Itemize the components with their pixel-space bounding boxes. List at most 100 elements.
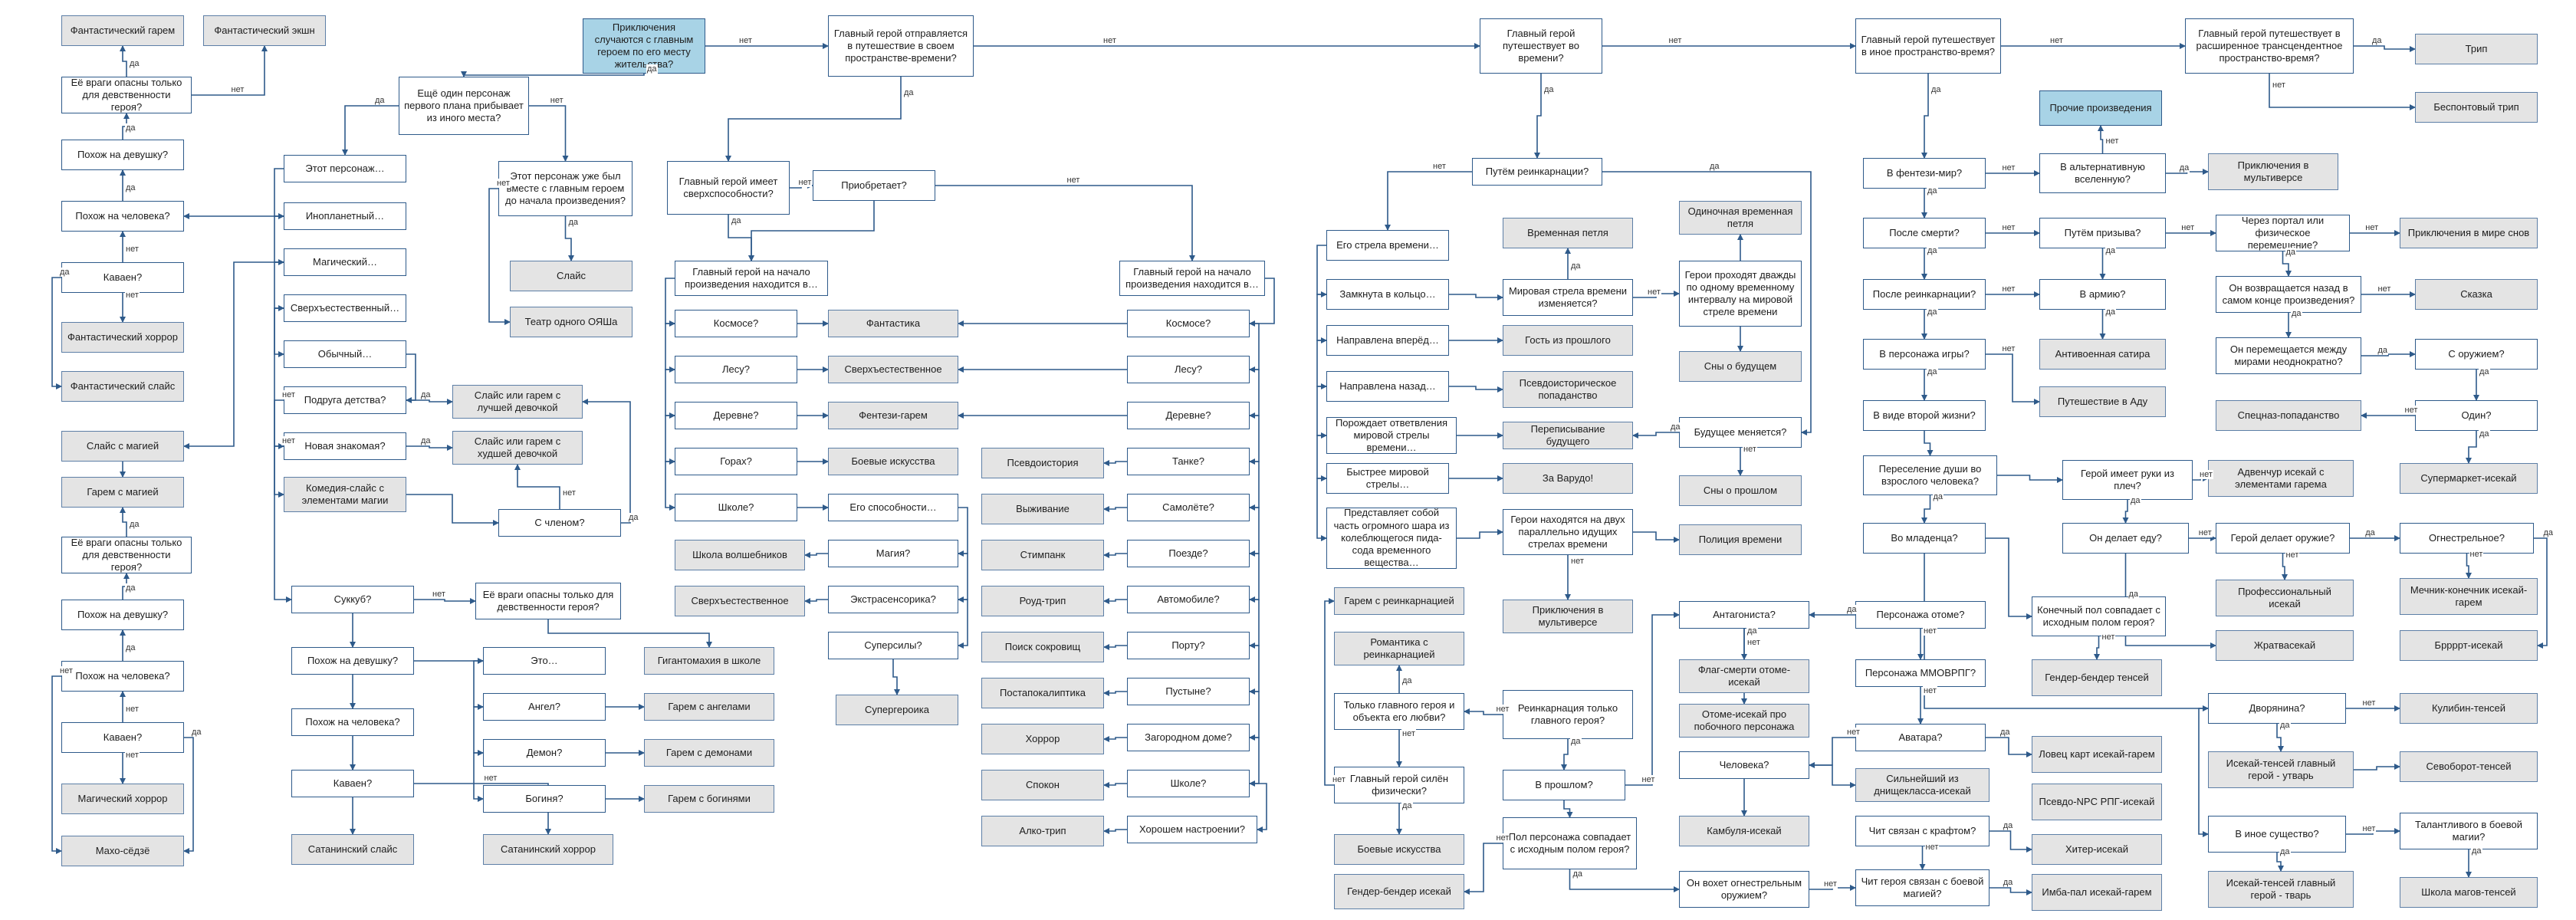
node-adventurer: Адвенчур исекай с элементами гарема [2208, 460, 2354, 497]
edge-label-yes: да [731, 216, 742, 225]
node-loop: Замкнута в кольцо… [1326, 279, 1449, 310]
node-harem-reinc: Гарем с реинкарнацией [1334, 587, 1464, 615]
node-gender-match: Пол персонажа совпадает с исходным полом… [1503, 817, 1637, 869]
node-roadtrip: Роуд-трип [981, 586, 1104, 616]
node-spec-hit: Спецназ-попаданство [2216, 400, 2361, 431]
node-makes-weapon: Герой делает оружие? [2216, 523, 2350, 554]
edge-label-no: нет [2272, 80, 2286, 90]
connector-like-girl2-to-virgins2 [122, 573, 130, 600]
node-car: Автомобиле? [1127, 586, 1250, 613]
node-magic-q: Магия? [828, 540, 958, 567]
node-village-b: Деревне? [1127, 402, 1250, 429]
node-supernat: Сверхъестественный… [284, 294, 406, 322]
connector-gender-match-to-firearm [1569, 869, 1680, 892]
edge-label-no: нет [2001, 344, 2016, 353]
edge-label-yes: да [1927, 367, 1938, 376]
edge-label-no: нет [2285, 550, 2300, 560]
node-new-acq: Новая знакомая? [284, 432, 406, 460]
node-firearm2: Огнестрельное? [2400, 523, 2534, 554]
node-harem-demons: Гарем с демонами [644, 739, 774, 767]
node-time-loop: Временная петля [1503, 218, 1633, 248]
connector-other-being-to-tensei-tvar [2276, 853, 2284, 872]
edge-label-no: нет [2361, 824, 2377, 833]
connector-other-spacetime-to-in-fantasy [1921, 74, 1929, 159]
connector-reinc-only-to-only-hero [1464, 708, 1503, 715]
node-angel: Ангел? [483, 693, 606, 721]
connector-magic-to-supernat [274, 261, 284, 311]
edge-label-no: нет [1743, 445, 1757, 454]
node-other-spacetime: Главный герой путешествует в иное простр… [1855, 18, 2001, 74]
node-kawaii3: Каваен? [291, 770, 414, 797]
node-pseudohist: Псевдоисторическое попаданство [1503, 371, 1633, 408]
node-oyasha: Театр одного ОЯШа [510, 307, 632, 337]
edge-label-no: нет [2049, 36, 2064, 45]
connector-backward-to-pseudohist [1449, 386, 1503, 393]
edge-label-no: нет [1495, 705, 1510, 714]
node-varudo: За Варудо! [1503, 463, 1633, 494]
node-sword: Мечник-конечник исекай-гарем [2400, 578, 2538, 615]
connector-school-b-to-spokon [1103, 782, 1127, 788]
connector-train-to-car [1249, 553, 1260, 603]
node-two-arrows: Герои находятся на двух параллельно идущ… [1503, 509, 1633, 555]
edge-label-no: нет [125, 705, 140, 714]
connector-desert-to-postapoc [1103, 690, 1127, 696]
connector-faster-to-sphere [1316, 478, 1327, 541]
node-village-a: Деревне? [675, 402, 797, 429]
node-past-dreams: Сны о прошлом [1679, 475, 1802, 506]
connector-train-to-steampunk [1103, 552, 1127, 558]
node-brrrt: Бррррт-исекай [2400, 630, 2538, 661]
edge-label-no: нет [1570, 556, 1585, 566]
connector-plane-to-train [1249, 507, 1260, 557]
connector-firearm2-to-sword [2466, 554, 2472, 579]
connector-makes-weapon-to-pro [2282, 554, 2288, 580]
node-npc-rpg: Псевдо-NPC РПГ-исекай [2032, 784, 2162, 820]
node-travel: Главный герой отправляется в путешествие… [828, 15, 974, 77]
node-gender-tensei: Гендер-бендер тенсей [2032, 659, 2162, 696]
node-arrow: Его стрела времени… [1326, 230, 1449, 261]
node-other-life: В виде второй жизни? [1863, 400, 1986, 431]
connector-like-girl1-to-virgins1 [122, 113, 130, 140]
edge-label-yes: да [129, 519, 140, 529]
connector-like-human2-to-maho [51, 675, 62, 854]
node-hitre: Хитер-исекай [2032, 834, 2162, 865]
connector-extrasens-to-supernat2 [804, 598, 828, 604]
edge-label-no: нет [797, 178, 813, 187]
edge-label-yes: да [2002, 821, 2014, 830]
node-time-police: Полиция времени [1679, 524, 1802, 555]
edge-label-no: нет [281, 390, 296, 399]
connector-tank-to-pseudo [1103, 460, 1127, 466]
node-kambula: Камбуля-исекай [1679, 816, 1809, 846]
connector-virgins1-to-fant-action [192, 45, 268, 96]
edge-label-yes: да [2279, 721, 2291, 730]
node-school-b: Школе? [1127, 770, 1250, 797]
edge-label-yes: да [420, 390, 432, 399]
connector-virgins1-to-fant-harem [120, 45, 127, 77]
node-after-reinc: После реинкарнации? [1863, 279, 1986, 310]
edge-label-no: нет [1332, 775, 1346, 784]
node-like-human1: Похож на человека? [61, 201, 184, 232]
node-fairytale: Сказка [2415, 279, 2538, 310]
edge-label-yes: да [903, 87, 915, 97]
node-game-char: В персонажа игры? [1863, 339, 1986, 370]
edge-label-no: нет [483, 774, 498, 783]
node-already-with: Этот персонаж уже был вместе с главным г… [498, 161, 632, 216]
node-firearm: Он вохет огнестрельным оружием? [1679, 871, 1809, 908]
node-satan-horror: Сатанинский хоррор [483, 834, 613, 865]
node-superforce: Суперсилы? [828, 632, 958, 659]
connector-avatar-to-fisherman [1986, 737, 2032, 757]
connector-arrow-to-loop [1316, 245, 1327, 297]
node-martial-arts: Боевые искусства [828, 448, 958, 475]
node-spokon: Спокон [981, 770, 1104, 800]
connector-village-b-to-tank [1249, 415, 1260, 465]
edge-label-yes: да [1930, 84, 1942, 94]
edge-label-yes: да [1570, 261, 1582, 271]
edge-label-no: нет [1401, 729, 1416, 738]
connector-cheat-craft-to-hitre [1990, 830, 2032, 853]
node-between-worlds: Он перемещается между мирами неоднократн… [2216, 337, 2361, 374]
edge-label-yes: да [1746, 626, 1758, 636]
connector-gender-match-to-gender-isekai [1464, 843, 1503, 895]
node-pseudo: Псевдоистория [981, 448, 1104, 478]
node-space-b: Космосе? [1127, 310, 1250, 337]
connector-good-mood-to-alcotrip [1103, 828, 1127, 834]
